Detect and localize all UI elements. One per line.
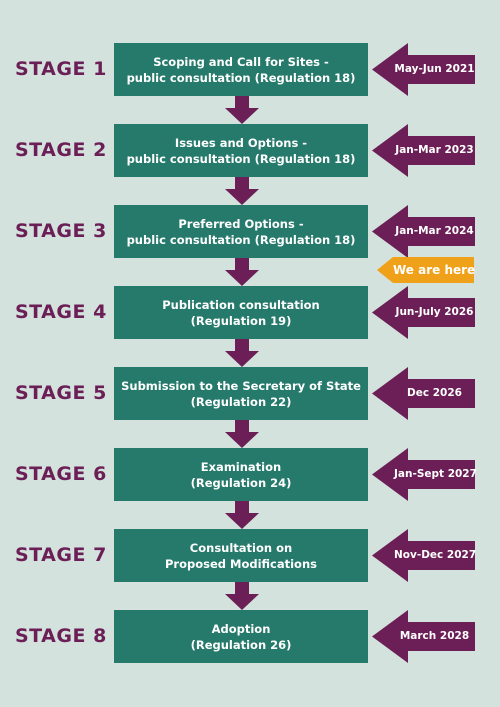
- left-arrow-icon: [372, 448, 475, 501]
- stage-description-line: Examination: [200, 459, 282, 474]
- stage-row: STAGE 1 Scoping and Call for Sites -publi…: [0, 43, 500, 96]
- left-arrow-icon: [372, 286, 475, 339]
- stage-description-line: Publication consultation: [162, 297, 320, 312]
- we-are-here-label: We are here: [393, 263, 476, 277]
- stage-description-line: Preferred Options -: [178, 216, 304, 231]
- stage-row: STAGE 3 Preferred Options -public consult…: [0, 205, 500, 258]
- stage-description-line: public consultation (Regulation 18): [126, 151, 356, 166]
- we-are-here-marker: We are here: [377, 257, 476, 283]
- left-arrow-icon: [372, 43, 475, 96]
- stage-row: STAGE 6 Examination(Regulation 24) Jan-Sep…: [0, 448, 500, 501]
- stage-label: STAGE 1: [15, 58, 107, 80]
- date-arrow: May-Jun 2021: [372, 43, 475, 96]
- stage-description-line: (Regulation 22): [190, 394, 292, 409]
- stage-row: STAGE 2 Issues and Options -public consul…: [0, 124, 500, 177]
- stage-description-line: Proposed Modifications: [164, 556, 317, 571]
- date-arrow: Jan-Mar 2023: [372, 124, 475, 177]
- stage-description-line: Issues and Options -: [174, 135, 308, 150]
- stage-box: Scoping and Call for Sites -public consu…: [114, 43, 368, 96]
- stage-label: STAGE 5: [15, 382, 107, 404]
- stage-description-line: Submission to the Secretary of State: [121, 378, 361, 393]
- stage-description-line: public consultation (Regulation 18): [126, 232, 356, 247]
- stage-description-line: (Regulation 24): [190, 475, 292, 490]
- stage-description-line: Consultation on: [189, 540, 293, 555]
- left-arrow-icon: [372, 124, 475, 177]
- stage-label: STAGE 7: [15, 544, 107, 566]
- left-arrow-icon: [372, 367, 475, 420]
- stage-label: STAGE 4: [15, 301, 107, 323]
- date-arrow: March 2028: [372, 610, 475, 663]
- stage-description-line: (Regulation 19): [190, 313, 292, 328]
- stage-box: Publication consultation(Regulation 19): [114, 286, 368, 339]
- stage-description-line: public consultation (Regulation 18): [126, 70, 356, 85]
- stage-row: STAGE 5 Submission to the Secretary of St…: [0, 367, 500, 420]
- stage-label: STAGE 3: [15, 220, 107, 242]
- stage-box: Adoption(Regulation 26): [114, 610, 368, 663]
- stage-box: Issues and Options -public consultation …: [114, 124, 368, 177]
- date-arrow: Nov-Dec 2027: [372, 529, 477, 582]
- stage-date: March 2028: [399, 630, 470, 642]
- stage-date: Dec 2026: [407, 387, 462, 399]
- stage-row: STAGE 8 Adoption(Regulation 26) March 2028: [0, 610, 500, 663]
- stage-box: Preferred Options -public consultation (…: [114, 205, 368, 258]
- down-arrow-icon: [225, 582, 259, 610]
- left-arrow-icon: [372, 205, 475, 258]
- stage-date: Jan-Sept 2027: [394, 468, 477, 480]
- date-arrow: Dec 2026: [372, 367, 475, 420]
- stage-date: Jun-July 2026: [395, 306, 474, 318]
- down-arrow-icon: [225, 96, 259, 124]
- stage-date: Nov-Dec 2027: [394, 549, 477, 561]
- stage-date: May-Jun 2021: [394, 63, 475, 75]
- date-arrow: Jun-July 2026: [372, 286, 475, 339]
- date-arrow: Jan-Mar 2024: [372, 205, 475, 258]
- down-arrow-icon: [225, 420, 259, 448]
- stage-date: Jan-Mar 2023: [395, 144, 474, 156]
- stage-box: Examination(Regulation 24): [114, 448, 368, 501]
- stage-box: Submission to the Secretary of State(Reg…: [114, 367, 368, 420]
- stage-label: STAGE 8: [15, 625, 107, 647]
- left-arrow-icon: [377, 257, 474, 283]
- stage-date: Jan-Mar 2024: [395, 225, 474, 237]
- stage-description-line: Scoping and Call for Sites -: [153, 54, 329, 69]
- down-arrow-icon: [225, 501, 259, 529]
- date-arrow: Jan-Sept 2027: [372, 448, 477, 501]
- stage-row: STAGE 4 Publication consultation(Regulati…: [0, 286, 500, 339]
- stage-label: STAGE 2: [15, 139, 107, 161]
- down-arrow-icon: [225, 339, 259, 367]
- stage-description-line: (Regulation 26): [190, 637, 292, 652]
- left-arrow-icon: [372, 529, 475, 582]
- stage-description-line: Adoption: [211, 621, 271, 636]
- down-arrow-icon: [225, 258, 259, 286]
- stage-label: STAGE 6: [15, 463, 107, 485]
- left-arrow-icon: [372, 610, 475, 663]
- down-arrow-icon: [225, 177, 259, 205]
